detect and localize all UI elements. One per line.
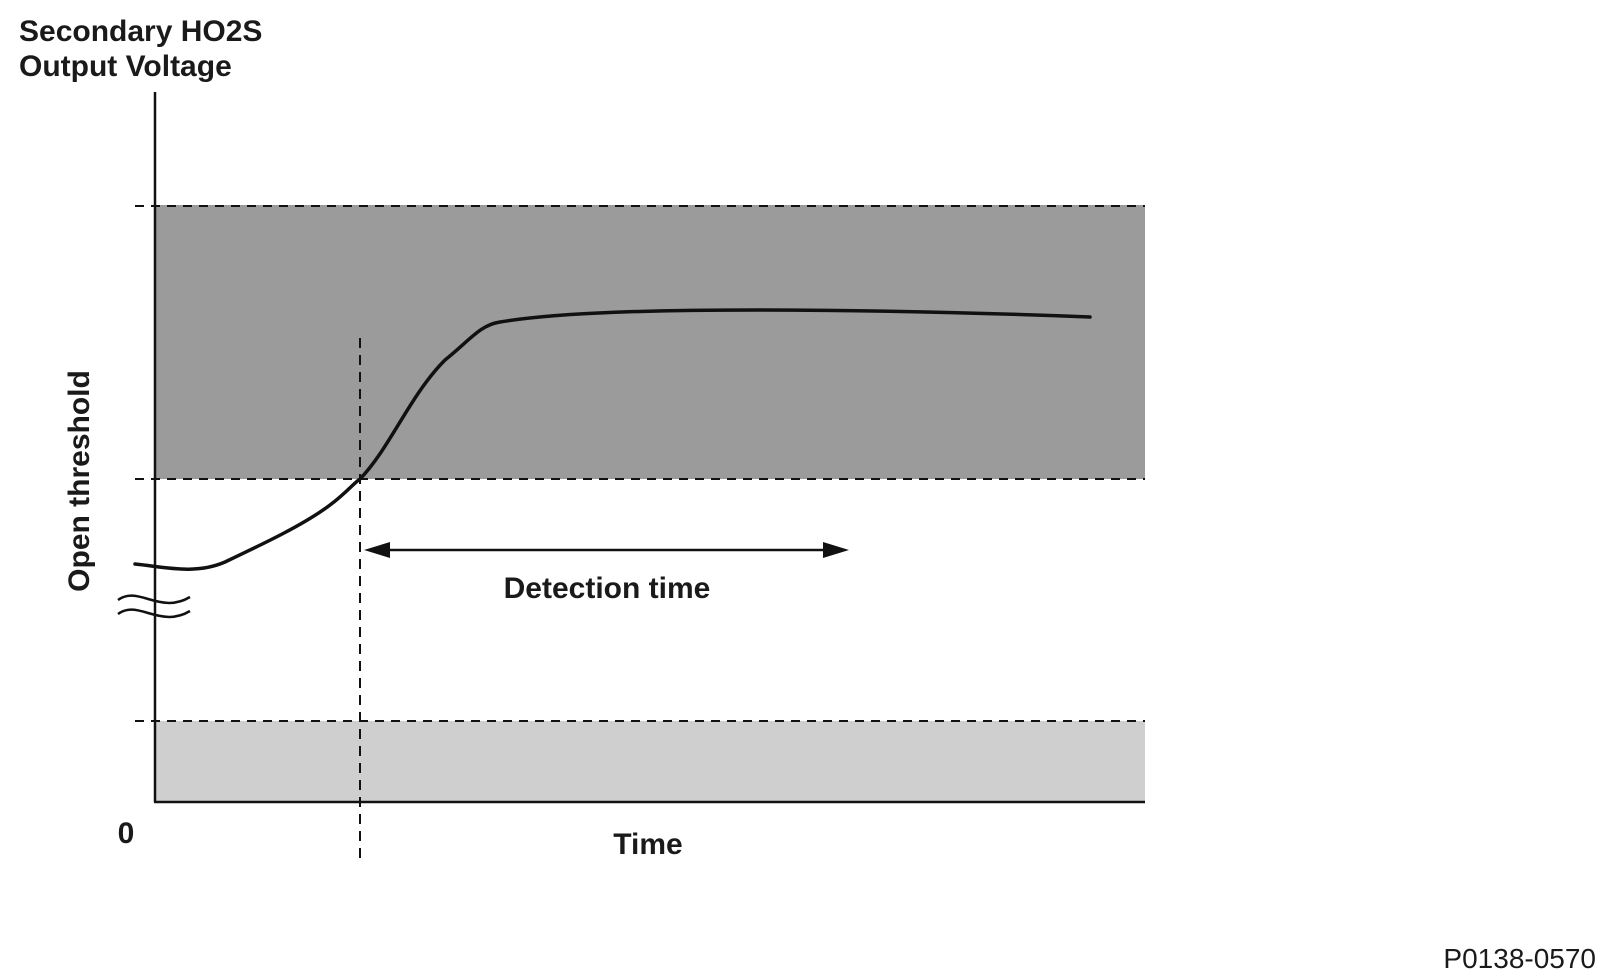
origin-label: 0 (118, 817, 135, 850)
y-axis-title-line1: Secondary HO2S (19, 15, 262, 48)
detection-time-label: Detection time (504, 572, 711, 605)
x-axis-label: Time (613, 828, 682, 861)
y-axis-title-line2: Output Voltage (19, 50, 232, 83)
open-threshold-label: Open threshold (63, 370, 96, 592)
voltage-curve (133, 308, 1092, 571)
arrowhead-right-icon (823, 542, 849, 558)
upper-shaded-band (155, 205, 1145, 479)
arrowhead-left-icon (364, 542, 390, 558)
lower-shaded-band (155, 721, 1145, 801)
figure-id-label: P0138-0570 (1443, 943, 1596, 974)
axis-break-symbol (117, 594, 191, 619)
